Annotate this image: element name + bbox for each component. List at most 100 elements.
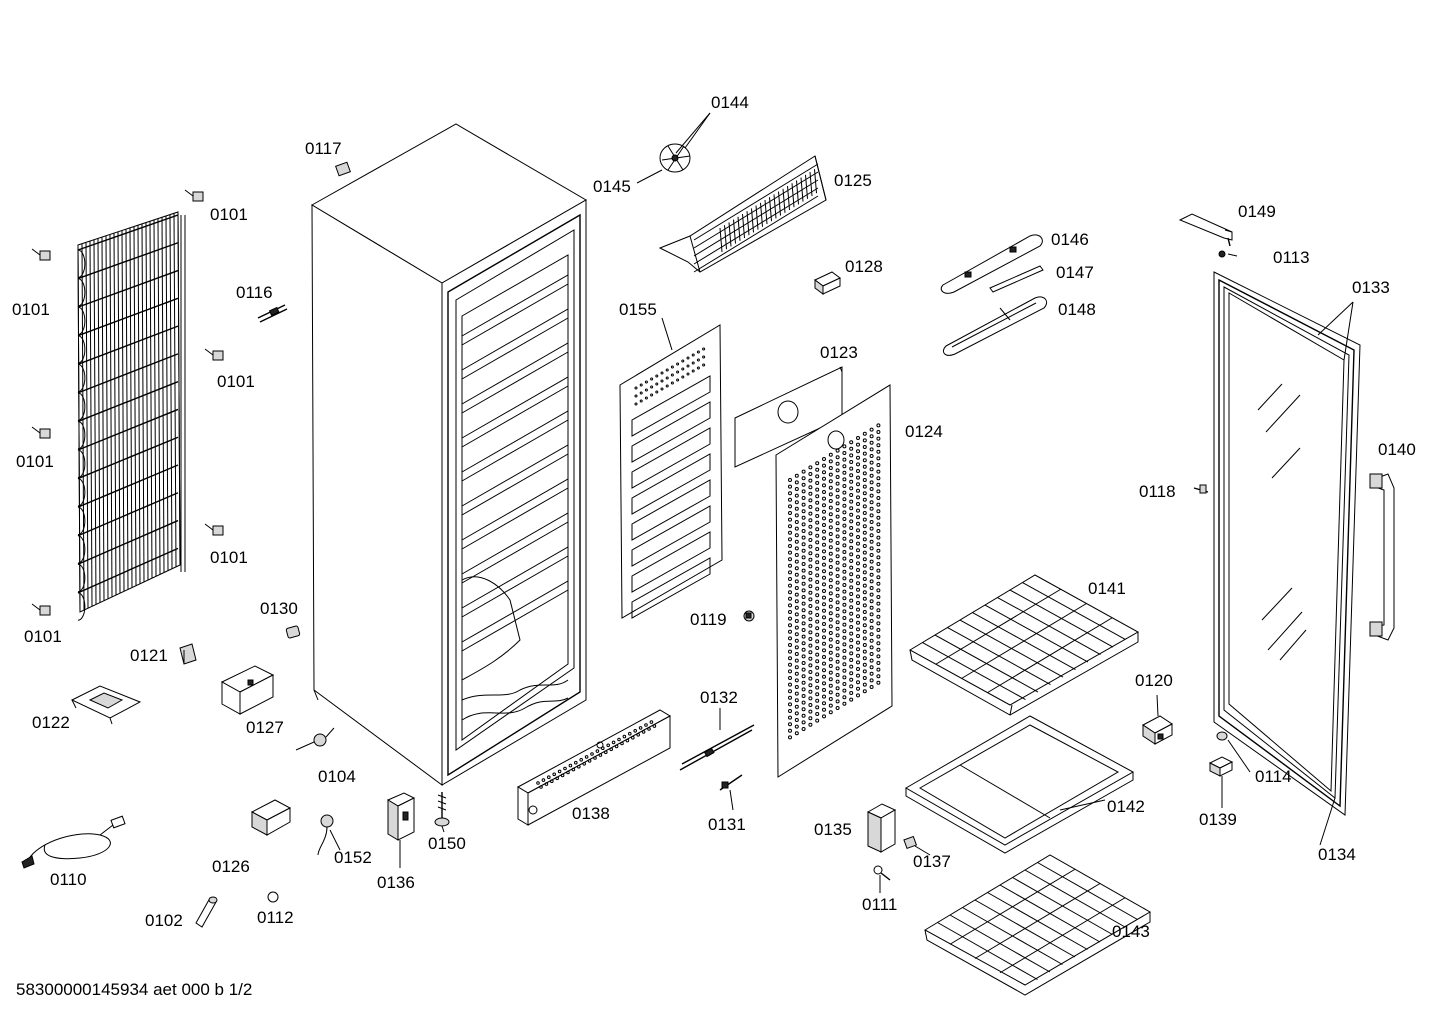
grille-line: [742, 213, 745, 239]
vent-dot: [544, 782, 549, 786]
perforation: [822, 622, 826, 626]
cabinet-shelf-rail: [461, 580, 569, 643]
perforation: [869, 506, 874, 511]
perforation: [788, 728, 792, 733]
perforation: [788, 484, 792, 489]
cabinet-shelf-rail: [461, 410, 569, 473]
perforation: [835, 699, 840, 704]
vent-dot: [617, 737, 621, 742]
perforation: [815, 586, 820, 591]
perforation: [835, 455, 840, 460]
perforation: [856, 469, 860, 473]
coil-tube: [77, 269, 179, 308]
perforation: [828, 697, 833, 701]
vent-dot: [696, 350, 700, 354]
perforation: [876, 608, 881, 613]
perforation: [842, 470, 847, 475]
perforation: [862, 550, 867, 555]
vent-dot: [595, 749, 600, 753]
label-0143: 0143: [1112, 922, 1150, 941]
perforation: [869, 612, 874, 617]
vent-dot: [633, 729, 638, 733]
perforation: [876, 469, 881, 474]
perforation: [794, 632, 799, 637]
perforation: [856, 601, 860, 605]
label-0139: 0139: [1199, 810, 1237, 829]
label-0126: 0126: [212, 857, 250, 876]
label-0119: 0119: [690, 610, 727, 629]
perforation: [876, 522, 881, 527]
perforation: [794, 572, 799, 577]
perforation: [869, 473, 874, 478]
perforation: [835, 475, 840, 479]
part-0122: [70, 685, 142, 725]
vent-dot: [655, 390, 659, 394]
coil-bend: [77, 449, 86, 478]
perforation: [856, 653, 860, 658]
perforation: [862, 557, 867, 562]
perforation: [869, 671, 874, 676]
label-0114: 0114: [1255, 767, 1292, 786]
cabinet-shelf-rail: [461, 385, 569, 448]
perforation: [808, 696, 813, 701]
perforation: [808, 604, 813, 608]
perforation: [828, 591, 833, 596]
perforation: [801, 555, 806, 560]
coil-bend: [77, 478, 86, 507]
vent-dot: [609, 747, 614, 752]
perforation: [808, 663, 813, 668]
perforation: [822, 457, 826, 461]
perforation: [862, 629, 867, 634]
grille-line: [746, 211, 750, 236]
perforation: [876, 614, 881, 619]
perforation: [856, 488, 860, 493]
cabinet-shelf-rail: [461, 351, 569, 414]
coil-tube: [77, 492, 179, 537]
perforation: [788, 662, 792, 667]
grille-line: [764, 199, 768, 225]
perforation: [808, 511, 813, 516]
perforation: [801, 575, 806, 580]
perforation: [788, 557, 792, 562]
perforation: [808, 557, 813, 562]
perforation: [835, 679, 840, 684]
grille-line: [782, 188, 786, 213]
perforation: [862, 537, 867, 542]
perforation: [828, 650, 833, 655]
perforation: [869, 500, 874, 505]
perforation: [849, 651, 854, 656]
perforation: [794, 579, 799, 584]
part-0130: [285, 625, 301, 639]
perforation: [835, 448, 840, 453]
perforation: [869, 447, 874, 452]
vent-dot: [641, 730, 646, 734]
perforation: [862, 438, 867, 443]
perforation: [869, 440, 874, 445]
perforation: [856, 482, 860, 487]
label-0116: 0116: [236, 283, 273, 302]
perforation: [835, 481, 840, 486]
perforation: [828, 664, 833, 668]
perforation: [822, 602, 826, 607]
perforation: [835, 468, 840, 473]
rack-wire: [974, 883, 1101, 959]
perforation: [808, 716, 813, 721]
label-0136: 0136: [377, 873, 415, 892]
perforation: [876, 436, 881, 441]
perforation: [822, 556, 826, 560]
label-0101: 0101: [24, 627, 62, 646]
vent-dot: [604, 750, 608, 755]
perforation: [842, 583, 847, 587]
perforation: [862, 471, 867, 476]
perforation: [808, 564, 813, 569]
perforation: [794, 724, 799, 729]
perforation: [862, 484, 867, 489]
perforation: [862, 656, 867, 661]
perforation: [788, 563, 792, 568]
vent-dot: [652, 724, 657, 728]
perforation: [801, 614, 806, 619]
perforation: [808, 571, 813, 575]
perforation: [794, 612, 799, 617]
perforation: [788, 669, 792, 674]
perforation: [849, 697, 854, 702]
